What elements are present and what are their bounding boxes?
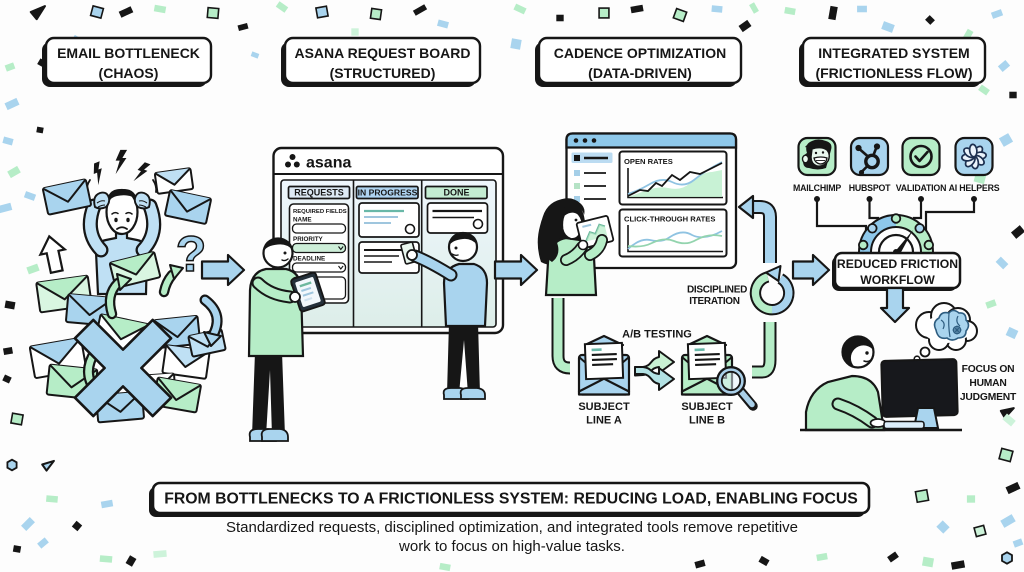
svg-text:REQUESTS: REQUESTS xyxy=(294,188,344,198)
svg-text:JUDGMENT: JUDGMENT xyxy=(960,392,1017,403)
svg-text:REDUCED FRICTION: REDUCED FRICTION xyxy=(837,257,958,271)
svg-text:OPEN RATES: OPEN RATES xyxy=(624,157,673,166)
svg-text:FROM BOTTLENECKS TO A FRICTION: FROM BOTTLENECKS TO A FRICTIONLESS SYSTE… xyxy=(164,491,858,508)
svg-text:(CHAOS): (CHAOS) xyxy=(99,65,159,81)
svg-text:(STRUCTURED): (STRUCTURED) xyxy=(330,65,436,81)
svg-text:LINE B: LINE B xyxy=(689,415,725,427)
svg-text:ASANA REQUEST BOARD: ASANA REQUEST BOARD xyxy=(294,45,470,61)
svg-text:SUBJECT: SUBJECT xyxy=(681,401,733,413)
svg-text:HUBSPOT: HUBSPOT xyxy=(849,183,891,193)
svg-text:DONE: DONE xyxy=(443,188,469,198)
svg-text:EMAIL BOTTLENECK: EMAIL BOTTLENECK xyxy=(57,45,200,61)
svg-text:?: ? xyxy=(176,226,207,282)
svg-text:HUMAN: HUMAN xyxy=(969,378,1006,389)
svg-text:Standardized requests, discipl: Standardized requests, disciplined optim… xyxy=(226,519,798,536)
svg-text:REQUIRED FIELDS: REQUIRED FIELDS xyxy=(293,209,347,215)
svg-text:IN PROGRESS: IN PROGRESS xyxy=(358,188,418,198)
svg-text:NAME: NAME xyxy=(293,217,312,224)
svg-text:SUBJECT: SUBJECT xyxy=(578,401,630,413)
svg-text:PRIORITY: PRIORITY xyxy=(293,236,324,243)
svg-text:CADENCE OPTIMIZATION: CADENCE OPTIMIZATION xyxy=(554,45,726,61)
svg-text:WORKFLOW: WORKFLOW xyxy=(860,273,935,287)
svg-text:asana: asana xyxy=(306,155,351,172)
svg-text:INTEGRATED SYSTEM: INTEGRATED SYSTEM xyxy=(818,45,969,61)
svg-text:VALIDATION: VALIDATION xyxy=(896,183,946,193)
svg-text:LINE A: LINE A xyxy=(586,415,622,427)
svg-text:work to focus on high-value ta: work to focus on high-value tasks. xyxy=(398,538,625,555)
svg-text:MAILCHIMP: MAILCHIMP xyxy=(793,183,841,193)
svg-text:ITERATION: ITERATION xyxy=(689,296,740,307)
svg-text:AI HELPERS: AI HELPERS xyxy=(949,183,1000,193)
svg-text:(FRICTIONLESS FLOW): (FRICTIONLESS FLOW) xyxy=(815,65,972,81)
svg-text:A/B TESTING: A/B TESTING xyxy=(622,329,692,341)
svg-text:CLICK-THROUGH RATES: CLICK-THROUGH RATES xyxy=(624,215,715,224)
svg-text:DISCIPLINED: DISCIPLINED xyxy=(687,285,747,296)
svg-text:DEADLINE: DEADLINE xyxy=(293,256,325,263)
svg-text:(DATA-DRIVEN): (DATA-DRIVEN) xyxy=(588,65,692,81)
svg-text:FOCUS ON: FOCUS ON xyxy=(962,364,1015,375)
